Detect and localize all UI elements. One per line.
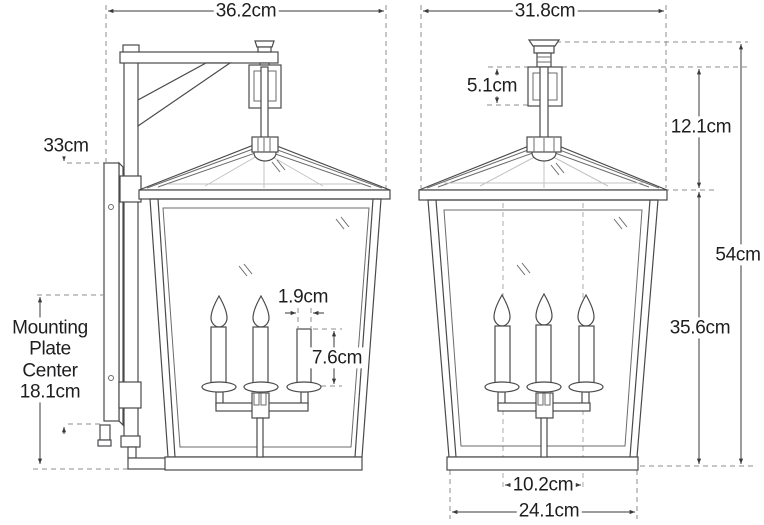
bracket-arm (119, 51, 279, 64)
candle (578, 325, 595, 386)
dim-label-candle-height: 7.6cm (309, 347, 365, 369)
glint-icon (516, 262, 531, 276)
plate-pendant (97, 439, 112, 447)
dim-label-candle-width: 1.9cm (275, 286, 331, 308)
glint-icon (238, 263, 253, 277)
post-foot (120, 435, 141, 448)
glass-frame (443, 209, 643, 447)
plate-pendant (99, 424, 111, 441)
lantern-base (164, 456, 363, 471)
bobeche (286, 381, 322, 393)
flame (210, 294, 228, 328)
candle (494, 325, 511, 386)
dim-label-plate-height: 33cm (41, 135, 91, 157)
finial (254, 40, 275, 48)
bottom-arm (127, 457, 169, 470)
bracket-brace (137, 62, 232, 128)
right-lantern-drawing (418, 39, 668, 471)
candle (535, 324, 552, 386)
glass-frame (162, 207, 370, 448)
post-boss (118, 381, 142, 409)
finial-neck (536, 52, 552, 68)
flame (252, 294, 270, 328)
roof-band (138, 189, 391, 200)
dim-label-roof-section: 12.1cm (668, 116, 734, 138)
finial-collar (533, 45, 555, 54)
wall-plate (103, 162, 120, 422)
extension-lines (33, 5, 757, 519)
post-collar (119, 175, 142, 203)
glint-icon (550, 162, 565, 176)
glint-icon (613, 216, 628, 230)
dimension-lines (37, 8, 744, 515)
bracket-post (123, 51, 139, 438)
dim-label-candle-spread: 10.2cm (510, 474, 576, 496)
hanger-rod (260, 66, 269, 140)
bobeche (526, 381, 562, 393)
lantern-base (446, 456, 639, 471)
glint-icon (335, 216, 350, 230)
apex-fitting (251, 136, 279, 153)
left-lantern-drawing (97, 40, 391, 471)
bobeche (568, 381, 604, 393)
dim-label-mounting-plate-center: Mounting Plate Center 18.1cm (10, 317, 90, 403)
bottom-arm (127, 446, 137, 459)
dim-label-overall-width-right: 31.8cm (512, 0, 578, 22)
roof-band (418, 189, 668, 201)
dim-label-overall-height: 54cm (713, 244, 763, 266)
candle (252, 326, 269, 386)
bobeche (243, 381, 279, 393)
candle-cluster (484, 292, 604, 458)
dim-label-base-width: 24.1cm (516, 500, 582, 522)
screw-icon (108, 375, 114, 381)
dim-label-overall-width-left: 36.2cm (213, 0, 279, 22)
flame (577, 293, 595, 327)
candle (210, 326, 227, 386)
finial (527, 39, 561, 47)
flame (493, 293, 511, 327)
center-stem (256, 417, 264, 458)
flame (535, 292, 553, 326)
bobeche (484, 381, 520, 393)
hanger-rod (539, 66, 549, 141)
bobeche (201, 381, 237, 393)
candle-cluster (201, 294, 322, 458)
center-stem (540, 417, 548, 458)
dim-label-hanger-loop: 5.1cm (464, 75, 520, 97)
glint-icon (271, 159, 286, 173)
finial-collar (257, 46, 272, 53)
screw-icon (108, 204, 114, 210)
dim-label-body-height: 35.6cm (667, 317, 733, 339)
